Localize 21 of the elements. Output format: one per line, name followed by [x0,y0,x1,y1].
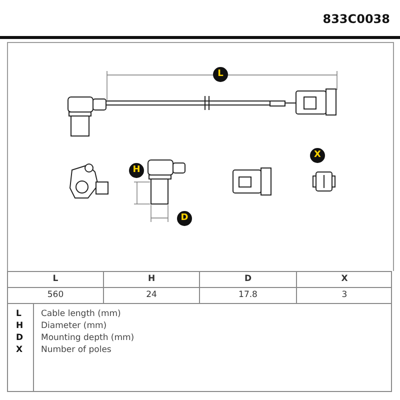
key-description: Diameter (mm) [41,320,107,332]
table-value: 3 [340,289,348,302]
table-value: 560 [46,289,65,302]
key-letter: H [16,320,24,332]
key-letter: D [16,332,24,344]
key-description: Cable length (mm) [41,308,121,320]
column-header: X [340,273,349,286]
key-description: Mounting depth (mm) [41,332,134,344]
column-header: H [146,273,156,286]
column-header: D [243,273,253,286]
key-letter: X [16,344,23,356]
dimension-callout: D [177,211,192,226]
dimension-callout: L [213,67,228,82]
table-value: 17.8 [238,289,258,302]
key-description: Number of poles [41,344,112,356]
dimension-callout: H [129,163,144,178]
part-number: 833C0038 [322,12,390,26]
key-letter: L [16,308,22,320]
dimension-callout: X [310,148,325,163]
column-header: L [52,273,60,286]
table-value: 24 [145,289,158,302]
